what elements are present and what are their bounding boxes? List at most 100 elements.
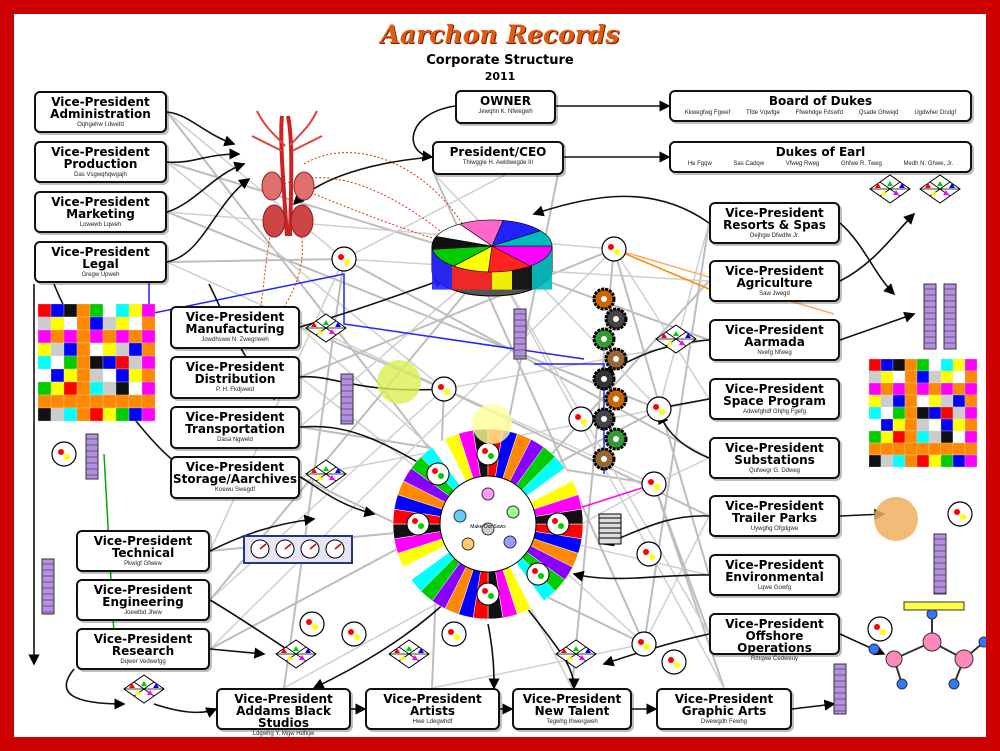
node-circle-icon	[331, 246, 357, 272]
left-color-grid-cell	[50, 381, 65, 396]
vp-title: Vice-President Legal	[51, 245, 150, 271]
dukes-of-earl-box[interactable]: Dukes of Earl He Fgqw Sas Cadqw Vfweg Rw…	[669, 141, 972, 173]
page-subtitle: Corporate Structure	[426, 53, 574, 68]
core-node	[481, 487, 495, 501]
vp-title: Vice-President Trailer Parks	[725, 499, 824, 525]
triangle-cluster-icon	[275, 639, 317, 669]
right-color-grid-cell	[940, 358, 954, 372]
vp-manufacturing-box[interactable]: Vice-President Manufacturing Jowdhsww N.…	[170, 306, 300, 349]
board-of-dukes-box[interactable]: Board of Dukes Kkwegfwg Fgwef Tfde Vqwfg…	[669, 90, 972, 122]
tri-chip	[129, 683, 135, 688]
triangle-cluster-icon	[919, 174, 961, 204]
left-color-grid-cell	[128, 316, 143, 331]
right-color-grid-cell	[868, 370, 882, 384]
cylinder-body	[340, 373, 354, 425]
owner-title: OWNER	[480, 94, 531, 108]
tri-chip	[673, 331, 679, 336]
black-connector	[523, 603, 580, 690]
vp-marketing-box[interactable]: Vice-President Marketing Lowewb Lqweh	[34, 191, 167, 233]
right-color-grid-cell	[868, 358, 882, 372]
vp-distribution-box[interactable]: Vice-President Distribution P. H. Fkdjwe…	[170, 356, 300, 399]
node-circle-icon	[867, 616, 893, 642]
right-color-grid-cell	[964, 454, 978, 468]
left-color-grid-cell	[115, 329, 130, 344]
ceo-box[interactable]: President/CEO Thiwggle H. Awldwegde III	[432, 141, 564, 175]
right-color-grid-cell	[928, 394, 942, 408]
vp-name: Jowdhsww N. Zwegnweh	[201, 337, 269, 343]
node-dot	[538, 573, 544, 579]
vp-storage-archives-box[interactable]: Vice-President Storage/Aarchives Koewu S…	[170, 456, 300, 499]
node-dot	[674, 662, 680, 668]
purple-cylinder	[85, 433, 99, 480]
core-node	[481, 522, 495, 536]
right-color-grid-cell	[916, 454, 930, 468]
wheel-node-circle	[546, 512, 570, 536]
vp-trailer-parks-box[interactable]: Vice-President Trailer Parks Uywghg Ofgd…	[709, 495, 840, 537]
tri-chip	[141, 681, 147, 686]
gear-hub	[613, 356, 619, 362]
tri-chip	[685, 333, 691, 338]
vp-legal-box[interactable]: Vice-President Legal Gregw Upweh	[34, 241, 167, 283]
vp-graphic-arts-box[interactable]: Vice-President Graphic Arts Dwewgdh Fewh…	[656, 688, 792, 730]
left-color-grid-cell	[76, 355, 91, 370]
left-color-grid-cell	[128, 329, 143, 344]
molecule-atom	[896, 678, 908, 690]
left-color-grid-cell	[37, 381, 52, 396]
earl-member: Ghfwe R. Tweg	[840, 161, 882, 167]
gear-hub	[601, 336, 607, 342]
vp-name: Dqwer Vedwefgg	[120, 659, 166, 665]
tri-chip	[893, 190, 899, 195]
right-color-grid-cell	[904, 358, 918, 372]
right-color-grid-cell	[952, 454, 966, 468]
vp-new-talent-box[interactable]: Vice-President New Talent Tegwhg Ihwergw…	[512, 688, 632, 730]
vp-aarmada-box[interactable]: Vice-President Aarmada Nvefg Nfweg	[709, 319, 840, 361]
gauge-needle	[259, 543, 267, 550]
vp-substations-box[interactable]: Vice-President Substations Qufwegr G. Dd…	[709, 437, 840, 479]
vp-research-box[interactable]: Vice-President Research Dqwer Vedwefgg	[76, 628, 210, 670]
vp-production-box[interactable]: Vice-President Production Das Vsgwqhqwga…	[34, 141, 167, 183]
vp-artists-box[interactable]: Vice-President Artists Hwe Ldegwhdf	[365, 688, 500, 730]
gray-link-line	[209, 248, 615, 650]
vp-resorts-spas-box[interactable]: Vice-President Resorts & Spas Oejhgw Dfw…	[709, 202, 840, 244]
wheel-node-circle	[476, 582, 500, 606]
vp-transportation-box[interactable]: Vice-President Transportation Dasa Ngwel…	[170, 406, 300, 449]
left-color-grid-cell	[76, 394, 91, 409]
molecule-atom	[868, 643, 880, 655]
black-connector	[299, 476, 376, 518]
vp-environmental-box[interactable]: Vice-President Environmental Lqwe Gowfg	[709, 554, 840, 596]
left-color-grid-cell	[50, 407, 65, 422]
right-color-grid-cell	[952, 418, 966, 432]
black-connector	[153, 703, 218, 718]
gauge-panel	[243, 535, 353, 564]
left-color-grid-cell	[50, 394, 65, 409]
right-color-grid-cell	[892, 418, 906, 432]
node-dot	[354, 634, 360, 640]
left-color-grid-cell	[115, 342, 130, 357]
tri-chip	[311, 468, 317, 473]
vp-offshore-operations-box[interactable]: Vice-President Offshore Operations Rmqwe…	[709, 613, 840, 662]
owner-box[interactable]: OWNER Jewqhn K. Nfwegwh	[455, 90, 556, 124]
vp-technical-box[interactable]: Vice-President Technical Pkwlgf Gfwew	[76, 530, 210, 572]
left-color-grid-cell	[76, 303, 91, 318]
vp-engineering-box[interactable]: Vice-President Engineering Joewlbd Jhew	[76, 579, 210, 621]
tri-chip	[305, 648, 311, 653]
cylinder-body	[943, 283, 957, 350]
vp-addams-black-studios-box[interactable]: Vice-President Addams Black Studios Ldgw…	[216, 688, 351, 737]
vp-space-program-box[interactable]: Vice-President Space Program Adwefghdf G…	[709, 378, 840, 420]
gray-link-line	[166, 211, 660, 410]
right-color-grid-cell	[928, 370, 942, 384]
earl-member: He Fgqw	[687, 161, 712, 167]
node-dot	[64, 454, 70, 460]
molecule-atom	[885, 650, 903, 668]
vp-agriculture-box[interactable]: Vice-President Agriculture Saw Jwegd	[709, 260, 840, 302]
left-color-grid-cell	[89, 394, 104, 409]
wheel-node-circle	[406, 512, 430, 536]
left-kidney-shape	[261, 171, 283, 201]
left-color-grid-cell	[89, 381, 104, 396]
left-color-grid-cell	[141, 342, 156, 357]
left-color-grid-cell	[37, 342, 52, 357]
vp-administration-box[interactable]: Vice-President Administration Oqhgehw I.…	[34, 91, 167, 133]
left-color-grid-cell	[50, 355, 65, 370]
right-color-grid-cell	[916, 442, 930, 456]
right-color-grid-cell	[868, 418, 882, 432]
